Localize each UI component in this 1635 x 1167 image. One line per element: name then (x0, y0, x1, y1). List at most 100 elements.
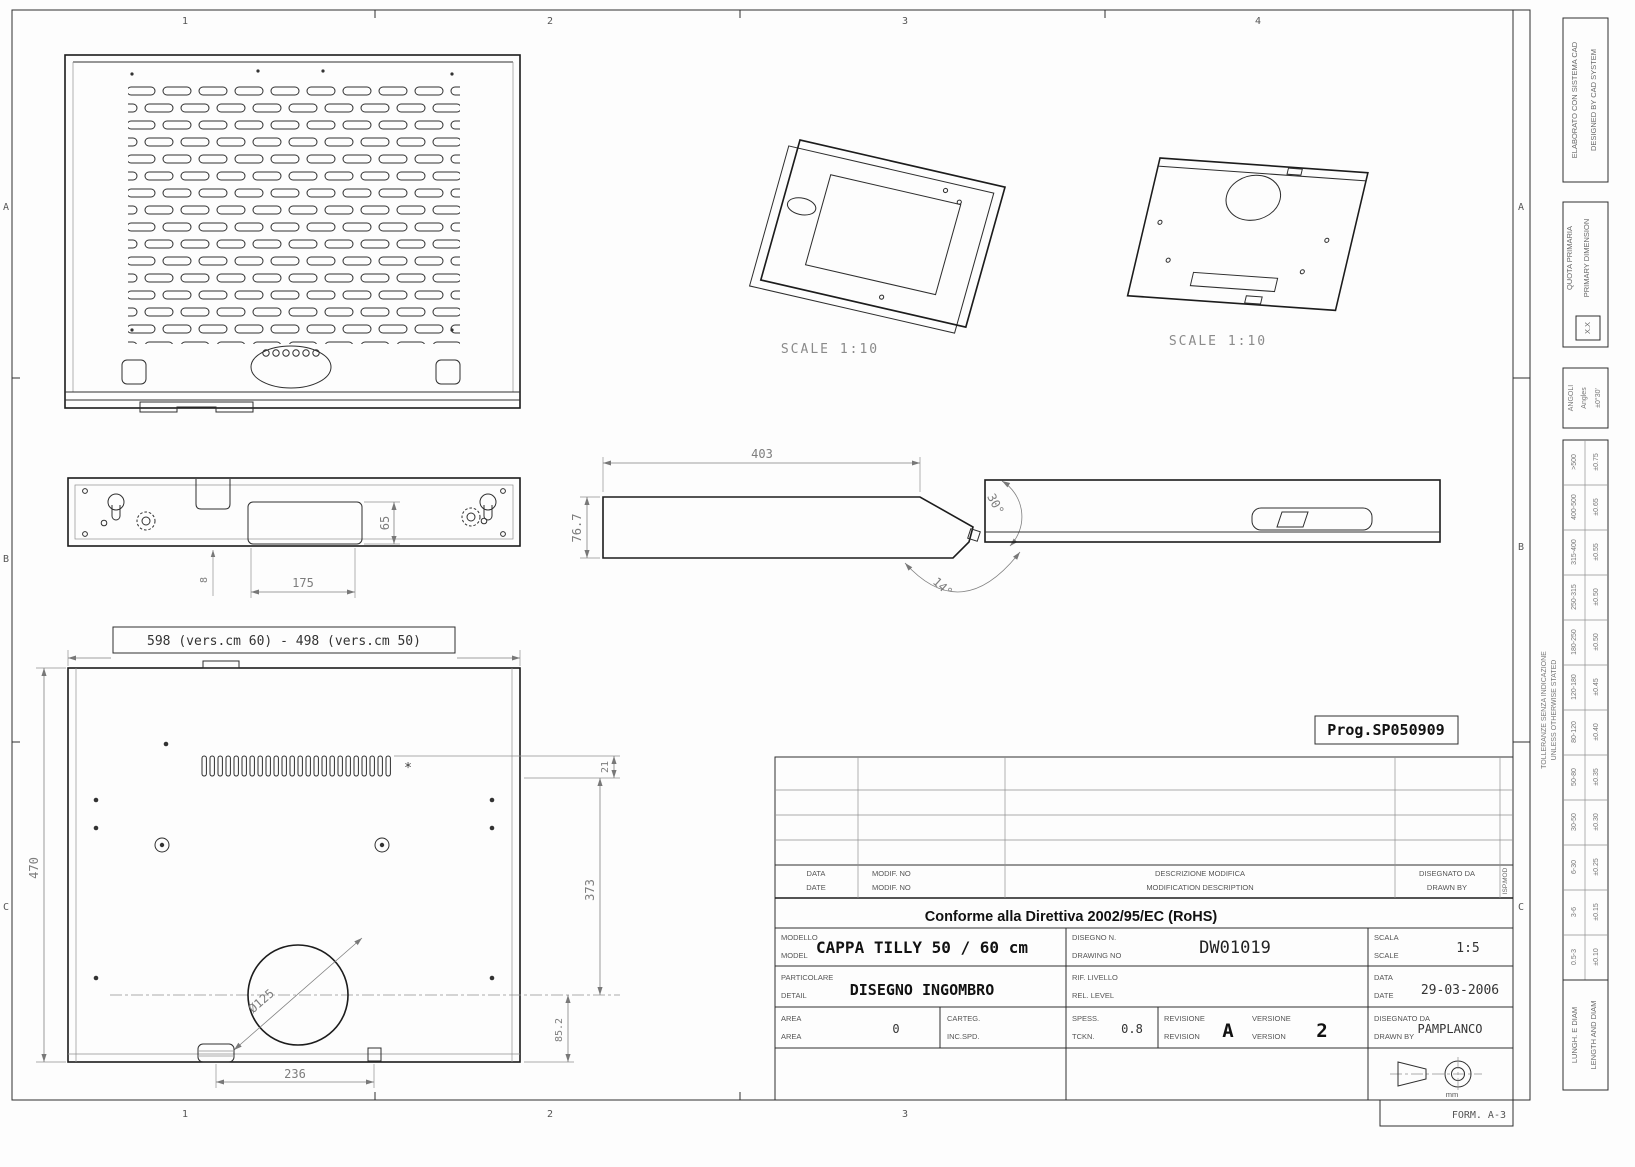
scale-label-it: SCALA (1374, 933, 1399, 942)
zone-bottom-1: 1 (182, 1109, 188, 1120)
dim-axis-to-front: 85.2 (554, 1018, 565, 1042)
rev-modif-label-it: MODIF. NO (872, 869, 911, 878)
date-label-en: DATE (1374, 991, 1393, 1000)
version-label-it: VERSIONE (1252, 1014, 1291, 1023)
handle (139, 401, 254, 413)
iso-back-slots (1189, 271, 1279, 293)
prog-label: Prog.SP050909 (1327, 721, 1444, 739)
zone-bottom-2: 2 (547, 1109, 553, 1120)
sheet-field-label-en: INC.SPD. (947, 1032, 980, 1041)
revision-label-it: REVISIONE (1164, 1014, 1205, 1023)
rear-cutout (247, 501, 363, 545)
model-label-it: MODELLO (781, 933, 818, 942)
front-tab (197, 1043, 235, 1063)
keyhole-left (107, 493, 125, 511)
thickness-label-en: TCKN. (1072, 1032, 1095, 1041)
cad-note-en: DESIGNED BY CAD SYSTEM (1589, 49, 1598, 151)
tol-value: ±0.25 (1593, 858, 1600, 876)
zone-right-b: B (1518, 542, 1524, 553)
tol-range: 6-30 (1571, 860, 1578, 874)
drawing-no-label-it: DISEGNO N. (1072, 933, 1116, 942)
asterisk-note: * (404, 761, 412, 776)
dim-slot-band: 21 (600, 761, 611, 773)
knockout-left (136, 511, 156, 531)
iso-back-scale-label: SCALE 1:10 (1169, 334, 1267, 349)
cad-note-it: ELABORATO CON SISTEMA CAD (1570, 41, 1579, 158)
zone-top-3: 3 (902, 16, 908, 27)
rev-side-label: ISP.MOD (1502, 867, 1509, 894)
tol-value: ±0.55 (1593, 543, 1600, 561)
detail-label-it: PARTICOLARE (781, 973, 833, 982)
tol-value: ±0.65 (1593, 498, 1600, 516)
scale-value: 1:5 (1456, 941, 1479, 956)
dim-cutout-offset: 8 (199, 577, 210, 583)
view-iso-back: SCALE 1:10 (1126, 157, 1369, 349)
view-iso-front: SCALE 1:10 (748, 139, 1007, 357)
dim-height: 76.7 (570, 514, 584, 543)
tol-value: ±0.75 (1593, 453, 1600, 471)
zone-labels: 1 2 3 4 1 2 3 A B C A B C (3, 16, 1524, 1120)
iso-front-scale-label: SCALE 1:10 (781, 342, 879, 357)
switch-slider (1276, 511, 1309, 528)
view-front-top (64, 54, 521, 413)
model-value: CAPPA TILLY 50 / 60 cm (816, 938, 1028, 957)
date-value: 29-03-2006 (1421, 983, 1499, 998)
rev-modif-label-en: MODIF. NO (872, 883, 911, 892)
version-label-en: VERSION (1252, 1032, 1286, 1041)
revision-label-en: REVISION (1164, 1032, 1200, 1041)
view-bottom: 598 (vers.cm 60) - 498 (vers.cm 50) * (27, 626, 620, 1088)
thickness-label-it: SPESS. (1072, 1014, 1099, 1023)
rel-level-label-it: RIF. LIVELLO (1072, 973, 1118, 982)
form-box: FORM. A-3 (1379, 1099, 1514, 1127)
zone-bottom-3: 3 (902, 1109, 908, 1120)
dim-bottom-angle: 14° (930, 575, 955, 600)
zone-left-a: A (3, 202, 9, 213)
version-value: 2 (1316, 1020, 1327, 1042)
keyhole-right (479, 493, 497, 511)
tol-range: 400-500 (1571, 494, 1578, 520)
rev-desc-label-it: DESCRIZIONE MODIFICA (1155, 869, 1245, 878)
drawn-by-label-en: DRAWN BY (1374, 1032, 1414, 1041)
zone-top-1: 1 (182, 16, 188, 27)
form-label: FORM. A-3 (1452, 1110, 1506, 1121)
scale-label-en: SCALE (1374, 951, 1399, 960)
tolerance-caption-en: UNLESS OTHERWISE STATED (1551, 660, 1558, 761)
dim-tip-angle: 30° (984, 491, 1007, 517)
detail-label-en: DETAIL (781, 991, 807, 1000)
rev-drawn-label-it: DISEGNATO DA (1419, 869, 1475, 878)
primary-dim-symbol: X.X (1583, 322, 1592, 334)
dim-hole-pitch: 236 (284, 1067, 306, 1081)
rev-date-label-it: DATA (807, 869, 826, 878)
tol-value: ±0.35 (1593, 768, 1600, 786)
rev-date-label-en: DATE (806, 883, 825, 892)
zone-top-2: 2 (547, 16, 553, 27)
switch-recess (1251, 507, 1373, 531)
angles-value: ±0°30' (1594, 388, 1602, 408)
tol-range: 180-250 (1571, 629, 1578, 655)
vent-slot-band (201, 755, 391, 777)
view-back-panel: 65 175 8 (67, 477, 521, 598)
knockout-right (461, 507, 481, 527)
tol-range: 30-50 (1571, 813, 1578, 831)
tol-value: ±0.30 (1593, 813, 1600, 831)
lamp-left (121, 359, 147, 385)
zone-left-b: B (3, 554, 9, 565)
tol-range: 50-80 (1571, 768, 1578, 786)
projection-symbol-icon (1390, 1057, 1482, 1091)
tol-range: 80-120 (1571, 721, 1578, 743)
tol-range: 0.5-3 (1571, 949, 1578, 965)
units-label: mm (1446, 1090, 1459, 1099)
front-clip (367, 1047, 382, 1062)
dim-body-width: 470 (27, 857, 41, 879)
iso-grille-hatch (804, 174, 962, 296)
exhaust-hole (1225, 174, 1282, 221)
prog-box: Prog.SP050909 (1314, 715, 1459, 745)
drawn-by-value: PAMPLANCO (1417, 1022, 1482, 1036)
primary-dim-en: PRIMARY DIMENSION (1582, 219, 1591, 298)
tol-value: ±0.40 (1593, 723, 1600, 741)
sheet-field-label-it: CARTEG. (947, 1014, 980, 1023)
view-side: 403 76.7 30° 14° (570, 447, 1023, 600)
top-notch (195, 479, 231, 510)
